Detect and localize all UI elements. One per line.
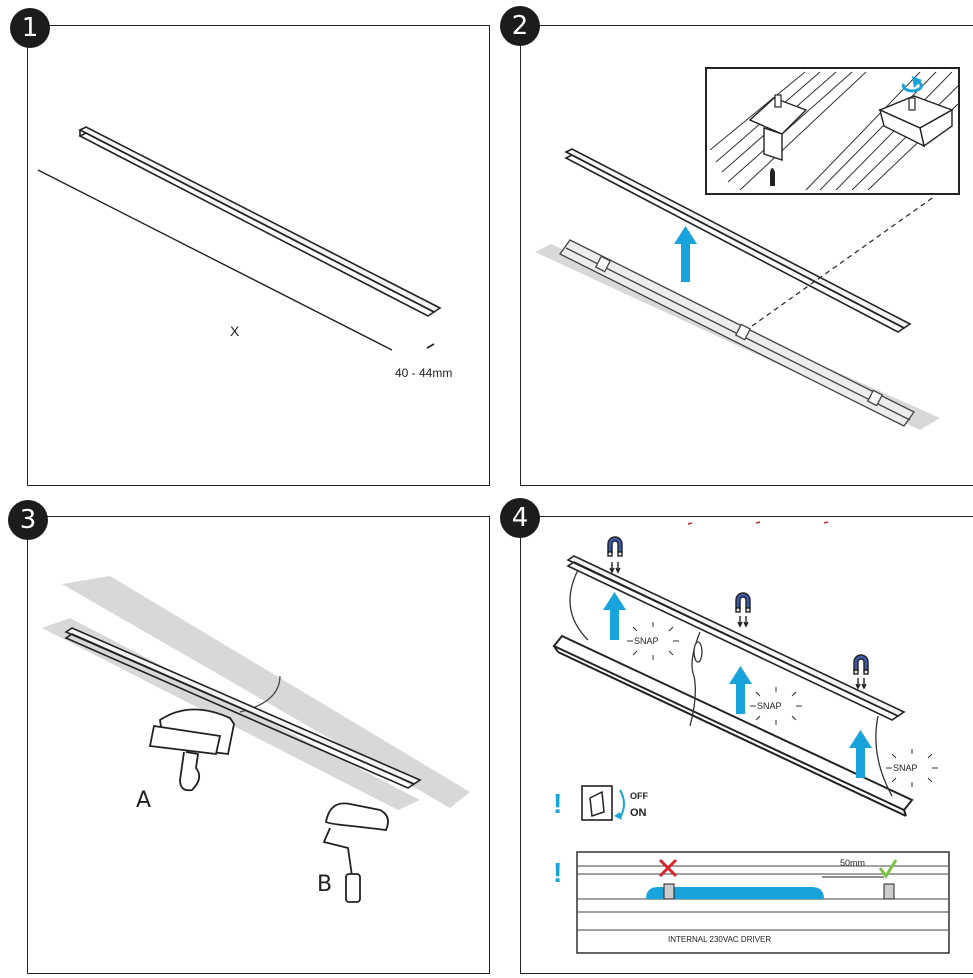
step-4-top-marks xyxy=(687,521,829,525)
step-4-channel xyxy=(552,634,914,817)
step-3-roller xyxy=(322,802,389,903)
step-3-wall-shadow xyxy=(42,576,470,810)
step-2-arrow xyxy=(674,226,697,282)
step-1-length-label: X xyxy=(230,323,240,339)
step-4-snap-label-2: SNAP xyxy=(757,701,782,711)
step-1-panel xyxy=(27,25,490,486)
step-2-cover xyxy=(564,148,912,333)
step-4-switch-warning: ! xyxy=(553,788,563,819)
step-4-cover xyxy=(566,555,906,721)
step-4-switch-on-label: ON xyxy=(630,807,647,819)
step-2-detail-leader xyxy=(751,195,936,327)
step-4-switch-off-label: OFF xyxy=(630,791,648,801)
step-2-badge: 2 xyxy=(500,6,540,46)
step-3-profile xyxy=(64,627,422,789)
step-4-snap-bursts xyxy=(627,622,938,787)
step-1-depth-label: 40 - 44mm xyxy=(395,366,453,380)
step-4-driver-label: INTERNAL 230VAC DRIVER xyxy=(668,935,772,944)
step-4-driver-diagram xyxy=(576,851,950,954)
step-4-snap-label-1: SNAP xyxy=(634,636,659,646)
step-4-distance-label: 50mm xyxy=(840,858,866,868)
step-2-channel xyxy=(559,239,915,427)
step-3-badge: 3 xyxy=(8,500,48,540)
step-4-driver-warning: ! xyxy=(553,857,563,888)
step-3-label-a: A xyxy=(136,788,152,813)
step-4-switch-box xyxy=(581,785,625,821)
step-4-snap-arrows xyxy=(603,592,872,778)
step-1-strip xyxy=(37,169,393,351)
step-1-profile xyxy=(78,126,442,317)
step-4-snap-label-3: SNAP xyxy=(893,763,918,773)
step-3-scraper xyxy=(148,708,235,792)
step-1-badge: 1 xyxy=(10,8,50,48)
step-3-label-b: B xyxy=(317,872,333,897)
step-4-magnets xyxy=(607,536,869,690)
step-2-detail-inset xyxy=(705,67,960,195)
step-1-depth-mark xyxy=(426,343,435,349)
step-4-badge: 4 xyxy=(500,498,540,538)
step-4-cable xyxy=(569,569,893,797)
